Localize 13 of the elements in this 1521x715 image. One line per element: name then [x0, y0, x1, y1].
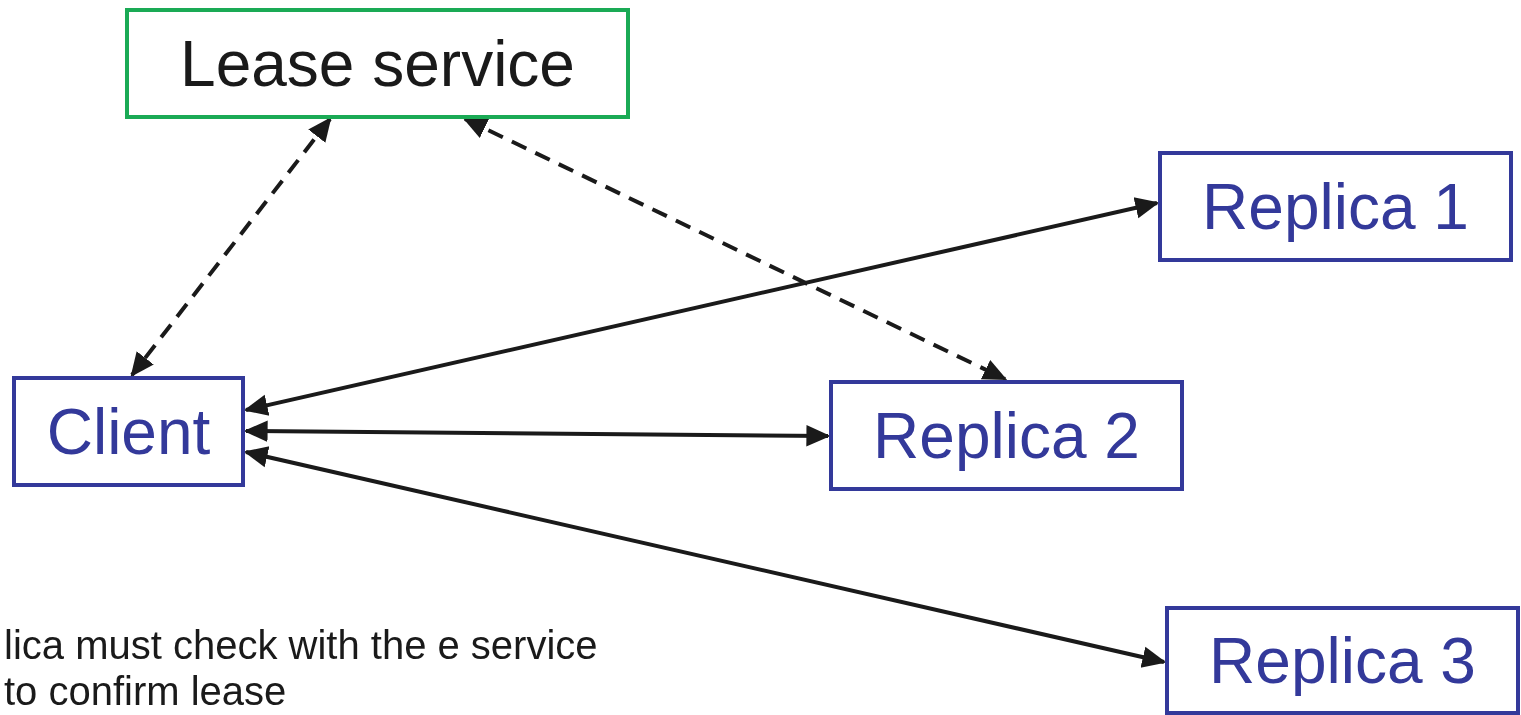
process-box [125, 8, 630, 119]
node-label: Replica 1 [1202, 169, 1469, 244]
arrow [130, 117, 332, 377]
process-box [1165, 606, 1520, 715]
process-box [12, 376, 245, 487]
process-box [829, 380, 1184, 491]
node-label: Replica 3 [1209, 623, 1476, 698]
arrow [462, 117, 1008, 381]
node-label: Replica 2 [873, 398, 1140, 473]
node-label: Client [46, 394, 211, 469]
note-text: lica must check with the e service to confirm lease [4, 622, 599, 714]
process-box [1158, 151, 1513, 262]
node-label: Lease service [180, 26, 575, 101]
